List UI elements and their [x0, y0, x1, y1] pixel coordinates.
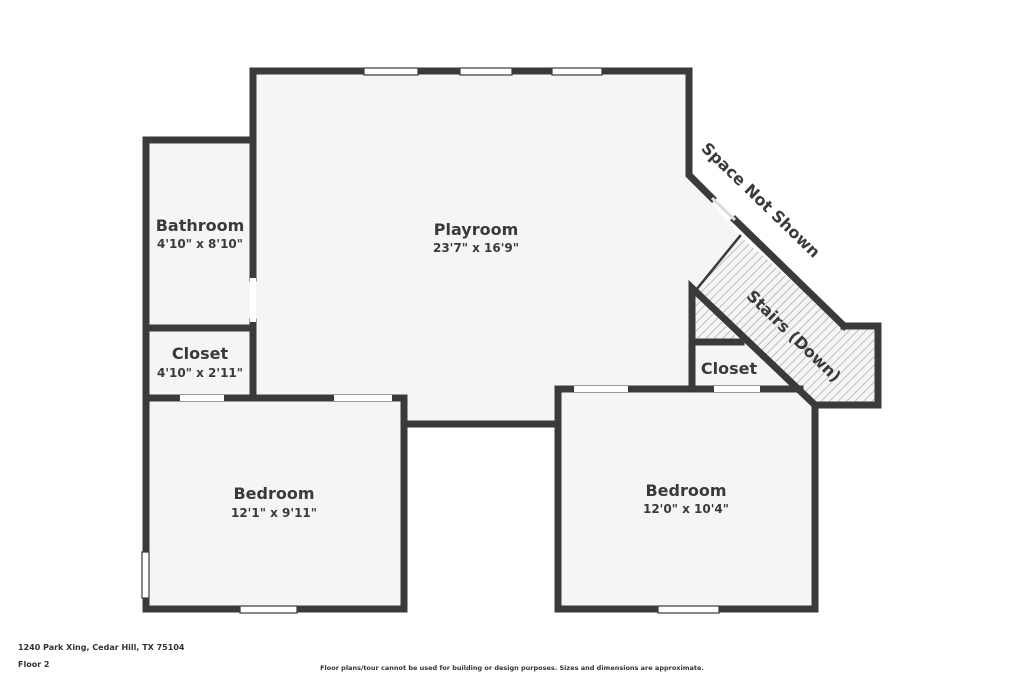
bathroom-floor	[146, 140, 253, 328]
door-openings	[180, 278, 760, 401]
playroom-floor	[253, 71, 740, 424]
window-top-3	[551, 67, 603, 76]
bedroom-right-dims: 12'0" x 10'4"	[643, 502, 729, 516]
closet-left-name: Closet	[172, 344, 229, 363]
closet-right-name: Closet	[701, 359, 758, 378]
disclaimer-text: Floor plans/tour cannot be used for buil…	[320, 664, 704, 672]
opening-bed-right-2	[714, 386, 760, 392]
stairs-outer-wall	[811, 322, 882, 409]
bathroom-dims: 4'10" x 8'10"	[157, 237, 243, 251]
address-text: 1240 Park Xing, Cedar Hill, TX 75104	[18, 643, 185, 652]
stairs-top-edge	[694, 234, 742, 292]
window-top-2	[459, 67, 513, 76]
window-top-1	[363, 67, 419, 76]
closet-right-wall	[688, 279, 820, 410]
closet-left-floor	[146, 328, 253, 398]
opening-bed-left-1	[180, 395, 224, 401]
opening-bed-left-2	[334, 395, 392, 401]
bedroom-left-dims: 12'1" x 9'11"	[231, 506, 317, 520]
bedroom-right-floor	[558, 389, 815, 609]
bedroom-left-floor	[146, 398, 404, 609]
bedroom-right-name: Bedroom	[645, 481, 726, 500]
closet-left-dims: 4'10" x 2'11"	[157, 366, 243, 380]
bathroom-name: Bathroom	[156, 216, 245, 235]
windows	[141, 67, 720, 614]
opening-bathroom	[250, 278, 256, 322]
playroom-name: Playroom	[434, 220, 519, 239]
floor-fills	[146, 71, 815, 609]
bedroom-left-name: Bedroom	[233, 484, 314, 503]
opening-space-not-shown	[710, 196, 737, 222]
floor-label: Floor 2	[18, 660, 50, 669]
window-bed-left-bottom	[239, 605, 298, 614]
bedroom-left-right-wall	[142, 394, 408, 613]
window-bed-left-side	[141, 551, 150, 599]
window-bed-right-bottom	[657, 605, 720, 614]
playroom-dims: 23'7" x 16'9"	[433, 241, 519, 255]
bathroom-wall	[142, 136, 257, 613]
playroom-top-wall	[249, 67, 717, 203]
stairs-hatch	[696, 236, 878, 405]
diagonal-wall-lower	[730, 215, 849, 331]
opening-bed-right-1	[574, 386, 628, 392]
